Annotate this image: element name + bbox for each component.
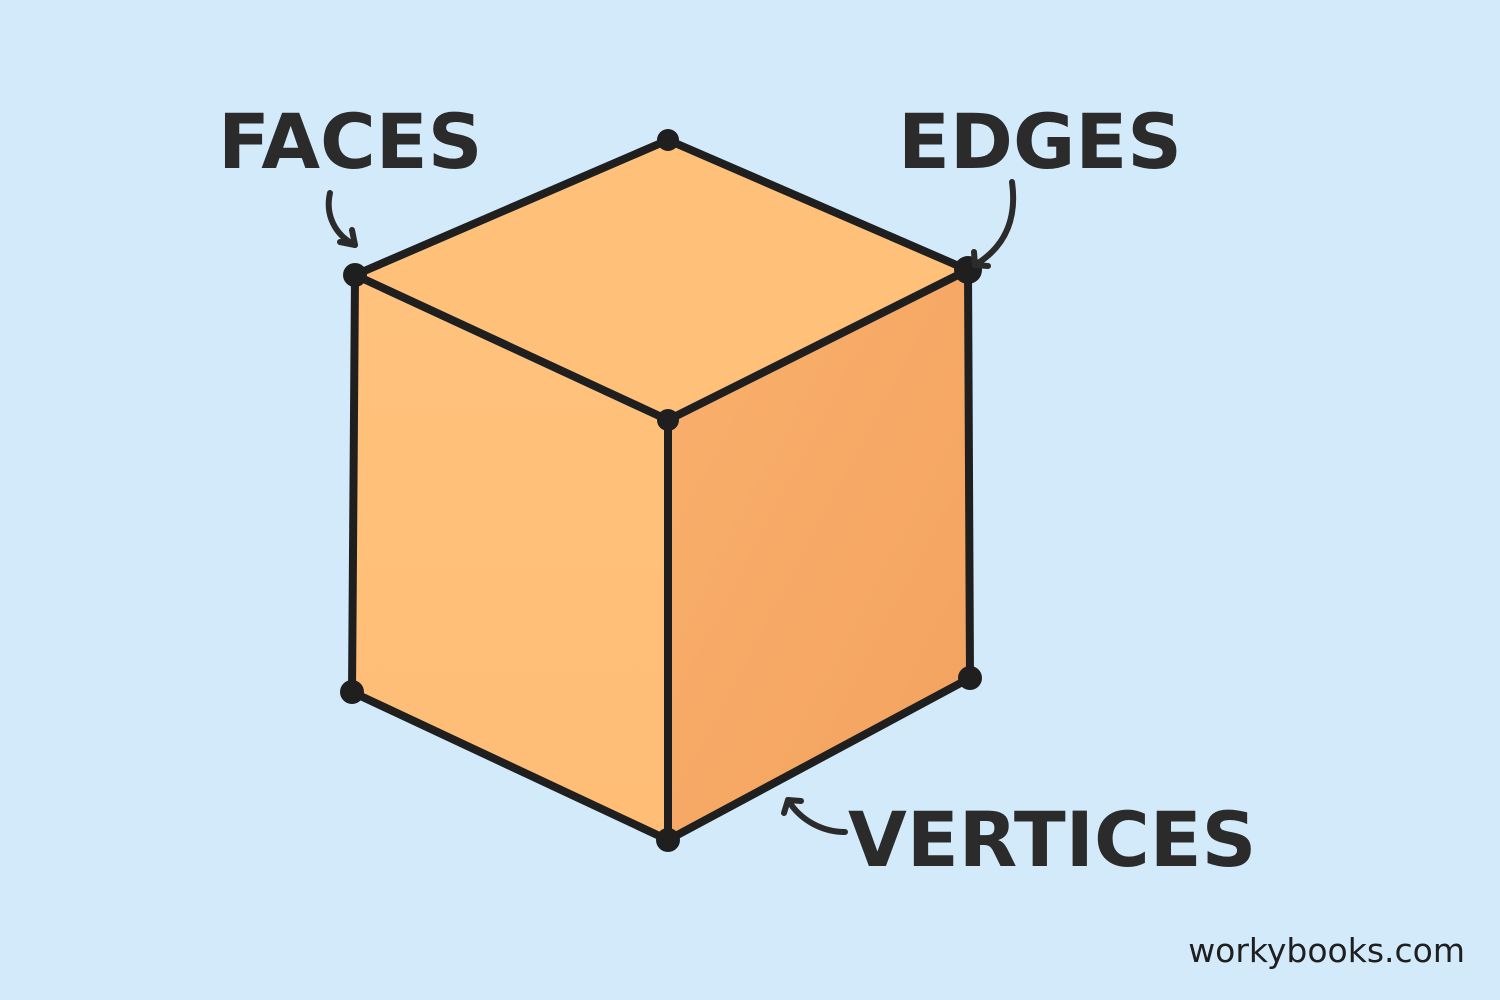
faces-arrow [325, 190, 358, 248]
cube-edges [348, 136, 974, 844]
faces-label: FACES [218, 97, 482, 186]
vertex-top-front [657, 409, 679, 431]
vertex-bottom-right [958, 666, 982, 690]
cube-left-face [352, 275, 668, 840]
edge-top-back-right [664, 136, 972, 274]
vertex-top-back [657, 129, 679, 151]
vertex-top-left [343, 263, 367, 287]
edges-label: EDGES [898, 97, 1182, 186]
vertices-label: VERTICES [848, 795, 1256, 884]
edges-arrow [971, 179, 1017, 269]
edge-left-vertical [348, 271, 359, 696]
edge-top-back-left [351, 136, 672, 279]
edge-bottom-left [348, 688, 672, 844]
edge-bottom-right [664, 674, 974, 844]
site-credit: workybooks.com [1188, 931, 1465, 970]
edge-right-vertical [964, 266, 974, 682]
edge-top-front-left [351, 271, 672, 424]
vertices-arrow [781, 797, 848, 835]
vertex-bottom-front [656, 828, 680, 852]
edge-top-front-right [664, 266, 972, 424]
cube-right-face [668, 270, 970, 840]
vertex-bottom-left [340, 680, 364, 704]
